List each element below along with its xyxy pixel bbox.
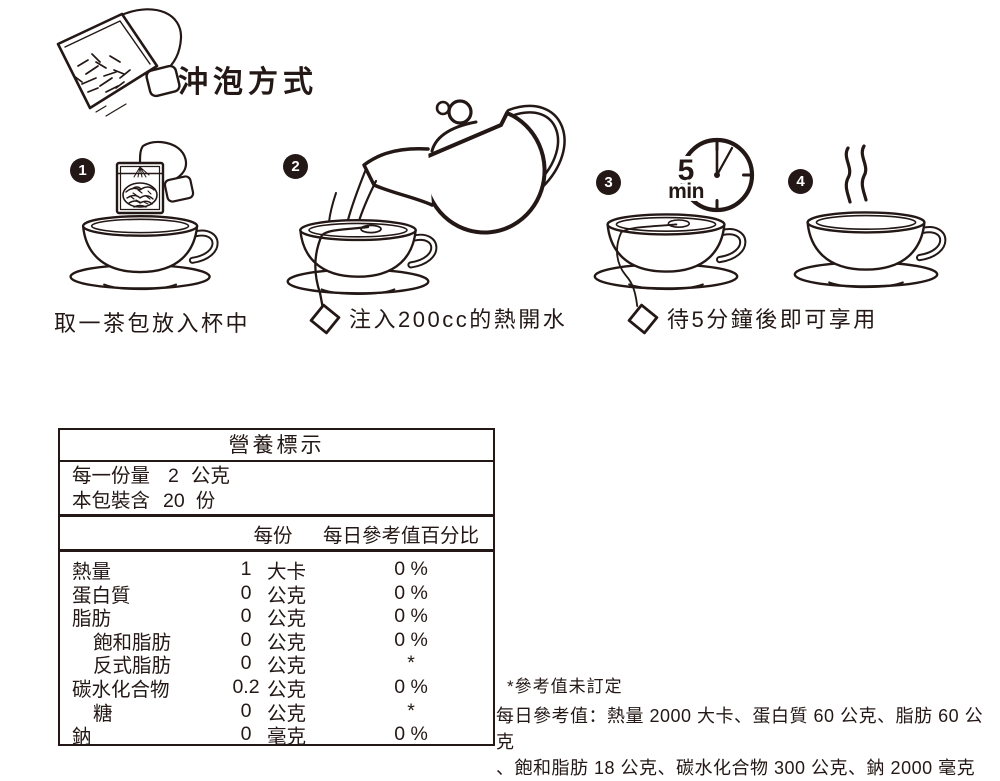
servings-unit: 份: [195, 490, 216, 512]
footnote-asterisk-note: *參考值未訂定: [507, 677, 623, 696]
col-daily-value: 每日參考值百分比: [322, 524, 479, 547]
step-1-badge: 1: [70, 158, 95, 183]
serving-size-label: 每一份量: [72, 465, 151, 487]
col-per-serving: 每份: [253, 524, 293, 547]
servings-per-pack-line: 本包裝含 20 份: [72, 489, 493, 514]
cup-ready-icon: [786, 200, 954, 292]
daily-reference-values-line2: 、飽和脂肪 18 公克、碳水化合物 300 公克、鈉 2000 毫克: [496, 758, 976, 778]
page-title: 沖泡方式: [178, 66, 318, 99]
daily-reference-values-line1: 每日參考值：熱量 2000 大卡、蛋白質 60 公克、脂肪 60 公克: [496, 706, 984, 752]
nutrition-title: 營養標示: [60, 430, 493, 462]
steam-icon: [844, 144, 868, 204]
cup-icon: [62, 204, 226, 294]
column-headers: 每份 每日參考值百分比: [60, 517, 493, 552]
serving-size-line: 每一份量 2 公克: [72, 464, 493, 489]
step-2-caption-text: 注入200cc的熱開水: [349, 307, 568, 332]
timer-minutes: 5: [678, 154, 695, 187]
teabag-tag-icon: [308, 302, 342, 336]
step-2-badge: 2: [283, 154, 308, 179]
step-3-caption-text: 待5分鐘後即可享用: [667, 307, 878, 332]
teabag-icon: [115, 140, 195, 215]
clock-icon: 5 min: [665, 137, 755, 213]
servings-value: 20: [163, 490, 185, 512]
footnote: *參考值未訂定 每日參考值：熱量 2000 大卡、蛋白質 60 公克、脂肪 60…: [496, 672, 996, 781]
serving-info: 每一份量 2 公克 本包裝含 20 份: [60, 462, 493, 517]
teapot-pouring-icon: [278, 99, 566, 317]
step-3-badge: 3: [596, 170, 621, 195]
teabag-tag-icon: [626, 302, 660, 336]
step-4-badge: 4: [788, 169, 813, 194]
teabag-packet-icon: [56, 8, 183, 117]
cup-steeping-icon: [586, 202, 754, 307]
step-1-caption-text: 取一茶包放入杯中: [54, 311, 251, 336]
servings-label: 本包裝含: [72, 490, 151, 512]
step-1-caption: 取一茶包放入杯中: [54, 309, 250, 339]
step-3-caption: 待5分鐘後即可享用: [626, 302, 878, 337]
step-2-caption: 注入200cc的熱開水: [308, 302, 568, 337]
serving-size-unit: 公克: [190, 465, 230, 487]
timer-unit: min: [668, 180, 704, 203]
serving-size-value: 2: [168, 465, 179, 487]
